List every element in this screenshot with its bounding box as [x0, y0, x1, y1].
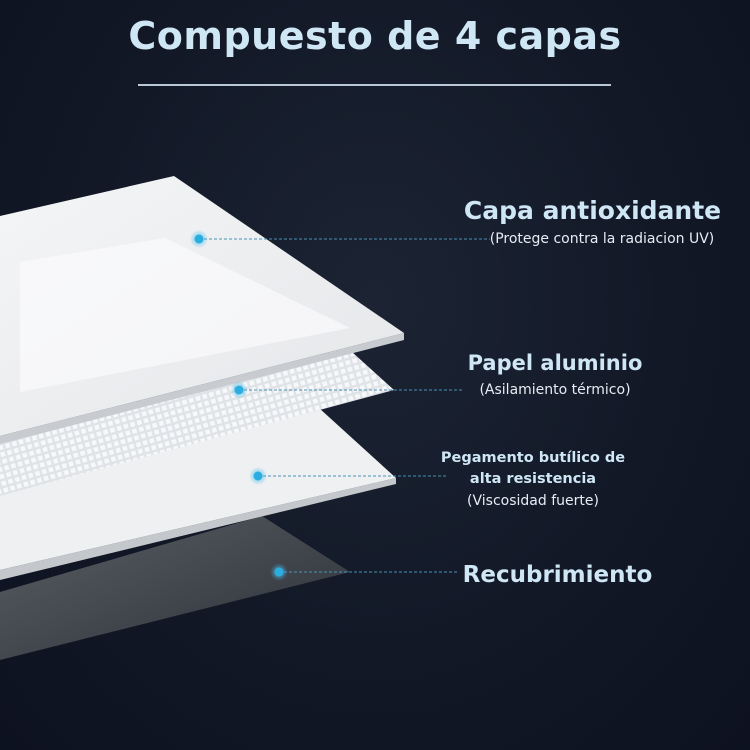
label-capa-antioxidante: Capa antioxidante [463, 196, 722, 225]
label-recubrimiento: Recubrimiento [462, 562, 653, 588]
label-papel-aluminio: Papel aluminio [467, 351, 643, 375]
marker-dot-aluminio [230, 381, 248, 399]
page-title: Compuesto de 4 capas [128, 14, 622, 58]
layer-recubrimiento-sheet [0, 516, 350, 660]
marker-dot-recubrimiento [270, 563, 288, 581]
layer-antioxidante-edge [0, 333, 404, 444]
marker-dot-pegamento [249, 467, 267, 485]
sublabel-capa-antioxidante: (Protege contra la radiacion UV) [489, 231, 715, 247]
label-pegamento-line1: Pegamento butílico de [440, 450, 626, 466]
sublabel-papel-aluminio: (Asilamiento térmico) [479, 382, 631, 398]
title-divider [138, 84, 611, 86]
layer-papel-aluminio-mesh [0, 352, 394, 496]
sublabel-pegamento: (Viscosidad fuerte) [467, 493, 599, 509]
marker-dot-antioxidante [190, 230, 208, 248]
label-pegamento-line2: alta resistencia [469, 471, 597, 487]
layer-antioxidante-inset [20, 238, 350, 392]
layer-pegamento-sheet [0, 398, 396, 570]
layer-pegamento-edge [0, 478, 396, 580]
